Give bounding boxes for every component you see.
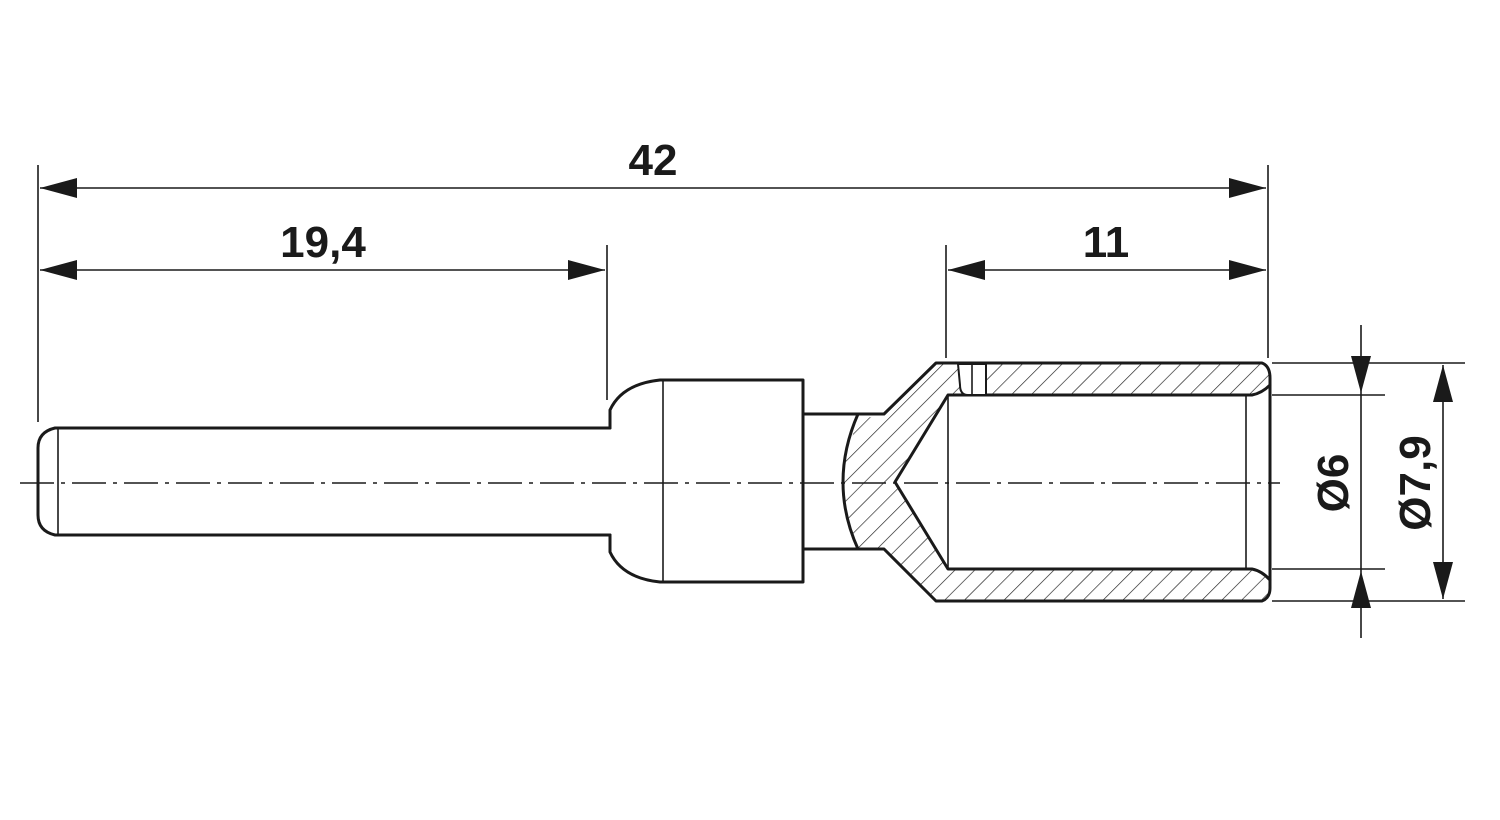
arrow-right-icon [1229, 260, 1266, 280]
arrow-left-icon [40, 260, 77, 280]
arrow-right-icon [568, 260, 605, 280]
dimension-outer-diameter: Ø7,9 [1272, 362, 1465, 602]
dimension-inner-diameter: Ø6 [1272, 325, 1385, 638]
pin-shaft [36, 426, 612, 537]
collar [608, 378, 805, 584]
crimp-barrel-inner [893, 383, 1272, 582]
arrow-right-icon [1229, 178, 1266, 198]
arrow-down-icon [1433, 562, 1453, 599]
arrow-up-icon [1433, 365, 1453, 402]
neck-fillet [841, 412, 860, 551]
outer-diameter-label: Ø7,9 [1391, 435, 1440, 530]
overall-length-label: 42 [629, 136, 678, 185]
pin-length-label: 19,4 [280, 218, 366, 267]
arrow-left-icon [40, 178, 77, 198]
arrow-up-icon [1351, 571, 1371, 608]
dimension-crimp: 11 [945, 218, 1266, 358]
dimension-overall: 42 [37, 136, 1269, 422]
dimension-pin: 19,4 [40, 218, 608, 400]
contact-pin [36, 361, 1272, 603]
crimp-section-bottom [843, 482, 1270, 601]
crimp-length-label: 11 [1083, 218, 1130, 267]
crimp-section-top [843, 363, 1270, 482]
arrow-left-icon [948, 260, 985, 280]
inner-diameter-label: Ø6 [1309, 454, 1358, 513]
arrow-down-icon [1351, 356, 1371, 393]
